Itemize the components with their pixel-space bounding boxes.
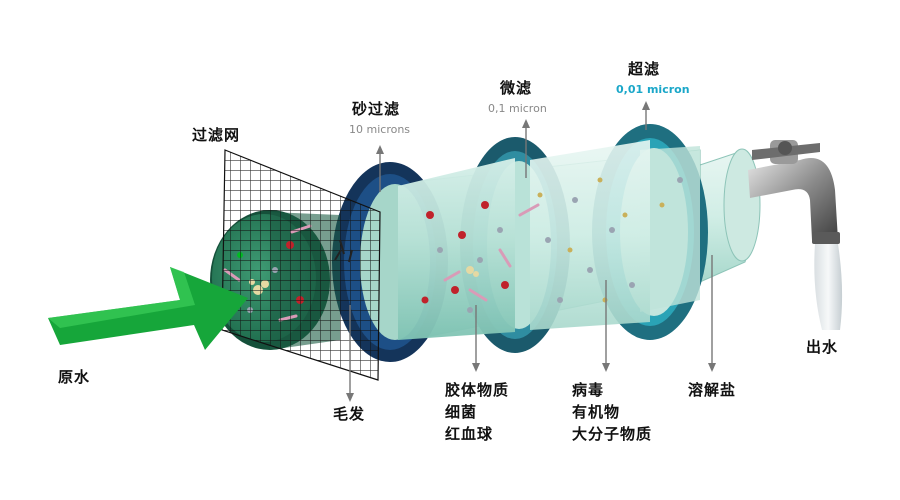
- mesh-screen: [221, 149, 381, 381]
- sand-filtration-label: 砂过滤: [352, 100, 401, 118]
- outlet-tube: [699, 148, 761, 283]
- removed-ultra-item: 大分子物质: [572, 425, 653, 443]
- ultrafiltration-size: 0,01 micron: [616, 83, 690, 96]
- particles: [421, 177, 683, 313]
- outlet-water-label: 出水: [806, 338, 839, 356]
- removed-ultra-list: 病毒 有机物 大分子物质: [572, 379, 652, 445]
- sand-filtration-size: 10 microns: [349, 123, 411, 136]
- removed-ultra-item: 病毒: [572, 381, 605, 399]
- removed-micro-item: 细菌: [445, 403, 478, 421]
- mesh-label: 过滤网: [192, 126, 241, 144]
- water-stream: [814, 244, 843, 330]
- ultrafiltration-label: 超滤: [628, 60, 661, 78]
- microfiltration-size: 0,1 micron: [488, 102, 547, 115]
- removed-micro-item: 红血球: [445, 425, 494, 443]
- hair-label: 毛发: [333, 405, 366, 423]
- removed-ultra-item: 有机物: [572, 403, 621, 421]
- microfiltration-label: 微滤: [500, 79, 533, 97]
- raw-water-label: 原水: [58, 368, 91, 386]
- raw-water-arrow: [48, 267, 248, 350]
- pointer-arrows: [346, 101, 716, 402]
- dissolved-salt-label: 溶解盐: [688, 381, 737, 399]
- removed-micro-list: 胶体物质 细菌 红血球: [445, 379, 509, 445]
- removed-micro-item: 胶体物质: [445, 381, 510, 399]
- faucet: [748, 140, 840, 244]
